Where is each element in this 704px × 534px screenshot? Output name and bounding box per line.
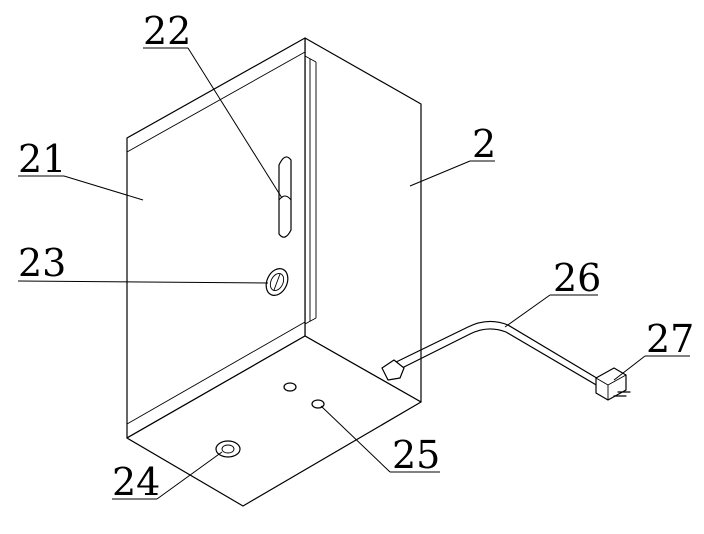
leader-lines (17, 47, 690, 500)
door-handle (278, 156, 292, 238)
label-26: 26 (553, 256, 601, 300)
label-22: 22 (143, 9, 191, 53)
cabinet-bottom (126, 335, 422, 507)
label-25: 25 (392, 433, 440, 477)
door-lock (265, 268, 289, 296)
label-2: 2 (472, 122, 496, 166)
label-21: 21 (18, 137, 66, 181)
label-24: 24 (112, 460, 160, 504)
label-27: 27 (646, 317, 694, 361)
bottom-drain-hole (215, 440, 241, 458)
bottom-mount-hole (283, 382, 325, 409)
label-23: 23 (18, 241, 66, 285)
power-plug (595, 367, 631, 401)
door-frame (126, 51, 317, 425)
